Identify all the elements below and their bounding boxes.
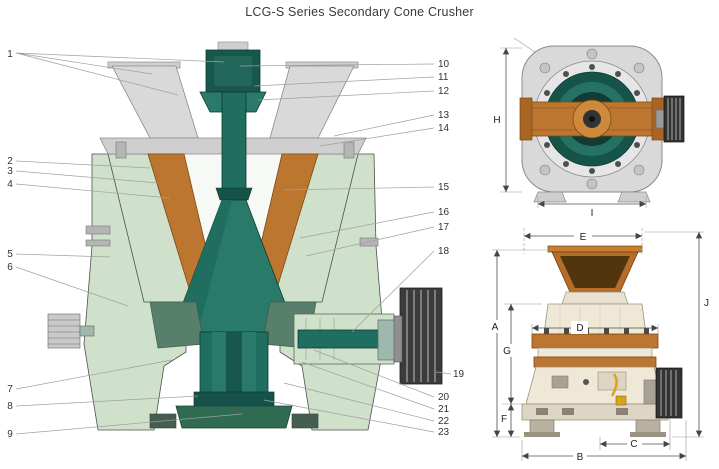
dim-label-g: G [503,346,511,357]
top-view-legs [533,191,651,203]
callout-label-10: 10 [438,59,450,70]
side-base [521,403,669,437]
dim-H: H [493,47,522,193]
dim-D: D [531,321,659,334]
side-pulley [643,367,683,419]
callout-label-11: 11 [438,72,449,83]
mantle-cone-assembly [171,91,297,333]
callout-numbers: 1 2 3 4 5 6 7 8 9 10 11 12 13 14 15 16 1… [7,49,464,440]
callout-label-3: 3 [7,166,13,177]
dim-label-h: H [493,115,500,126]
callout-label-6: 6 [7,262,13,273]
top-view: H I [493,37,685,219]
callout-label-5: 5 [7,249,13,260]
callout-label-2: 2 [7,156,13,167]
side-view: E A G F [489,228,709,463]
callout-label-13: 13 [438,110,450,121]
callout-label-23: 23 [438,427,450,438]
dim-label-c: C [630,439,637,450]
figure-title: LCG-S Series Secondary Cone Crusher [245,5,474,19]
side-body [525,291,665,405]
dim-label-e: E [580,232,587,243]
callout-label-12: 12 [438,86,450,97]
feed-box [199,41,267,113]
callout-label-1: 1 [7,49,13,60]
dim-label-b: B [577,452,584,463]
callout-label-20: 20 [438,392,450,403]
dim-label-j: J [704,298,709,309]
top-view-pulley [655,95,685,143]
side-flange-lower [533,356,657,368]
hydraulic-fitting [610,373,627,406]
dim-I: I [537,196,647,219]
side-flange-upper [531,333,659,349]
side-hopper [547,245,643,293]
leader-lines [15,52,452,435]
callout-label-8: 8 [7,401,13,412]
dim-B: B [521,420,687,463]
callout-label-22: 22 [438,416,450,427]
callout-label-19: 19 [453,369,465,380]
dim-label-a: A [492,322,499,333]
callout-label-9: 9 [7,429,13,440]
bottom-cover [175,405,293,429]
dim-F: F [498,404,515,437]
callout-label-16: 16 [438,207,450,218]
callout-label-14: 14 [438,123,450,134]
callout-label-7: 7 [7,384,13,395]
eccentric-assembly [149,331,319,429]
dim-J: J [644,231,709,438]
flange-lugs [539,48,645,190]
drive-assembly [293,287,443,385]
dim-label-i: I [591,208,594,219]
callout-label-15: 15 [438,182,450,193]
drive-beam [519,97,665,141]
callout-label-21: 21 [438,404,450,415]
callout-label-17: 17 [438,222,450,233]
main-shaft [221,91,247,203]
dim-label-f: F [501,414,507,425]
dim-E: E [523,228,643,254]
dim-C: C [599,418,671,450]
callout-label-4: 4 [7,179,13,190]
callout-label-18: 18 [438,246,450,257]
cross-section-view: 1 2 3 4 5 6 7 8 9 10 11 12 13 14 15 16 1… [7,41,465,440]
dim-A: A [489,249,550,438]
dim-label-d: D [576,323,583,334]
